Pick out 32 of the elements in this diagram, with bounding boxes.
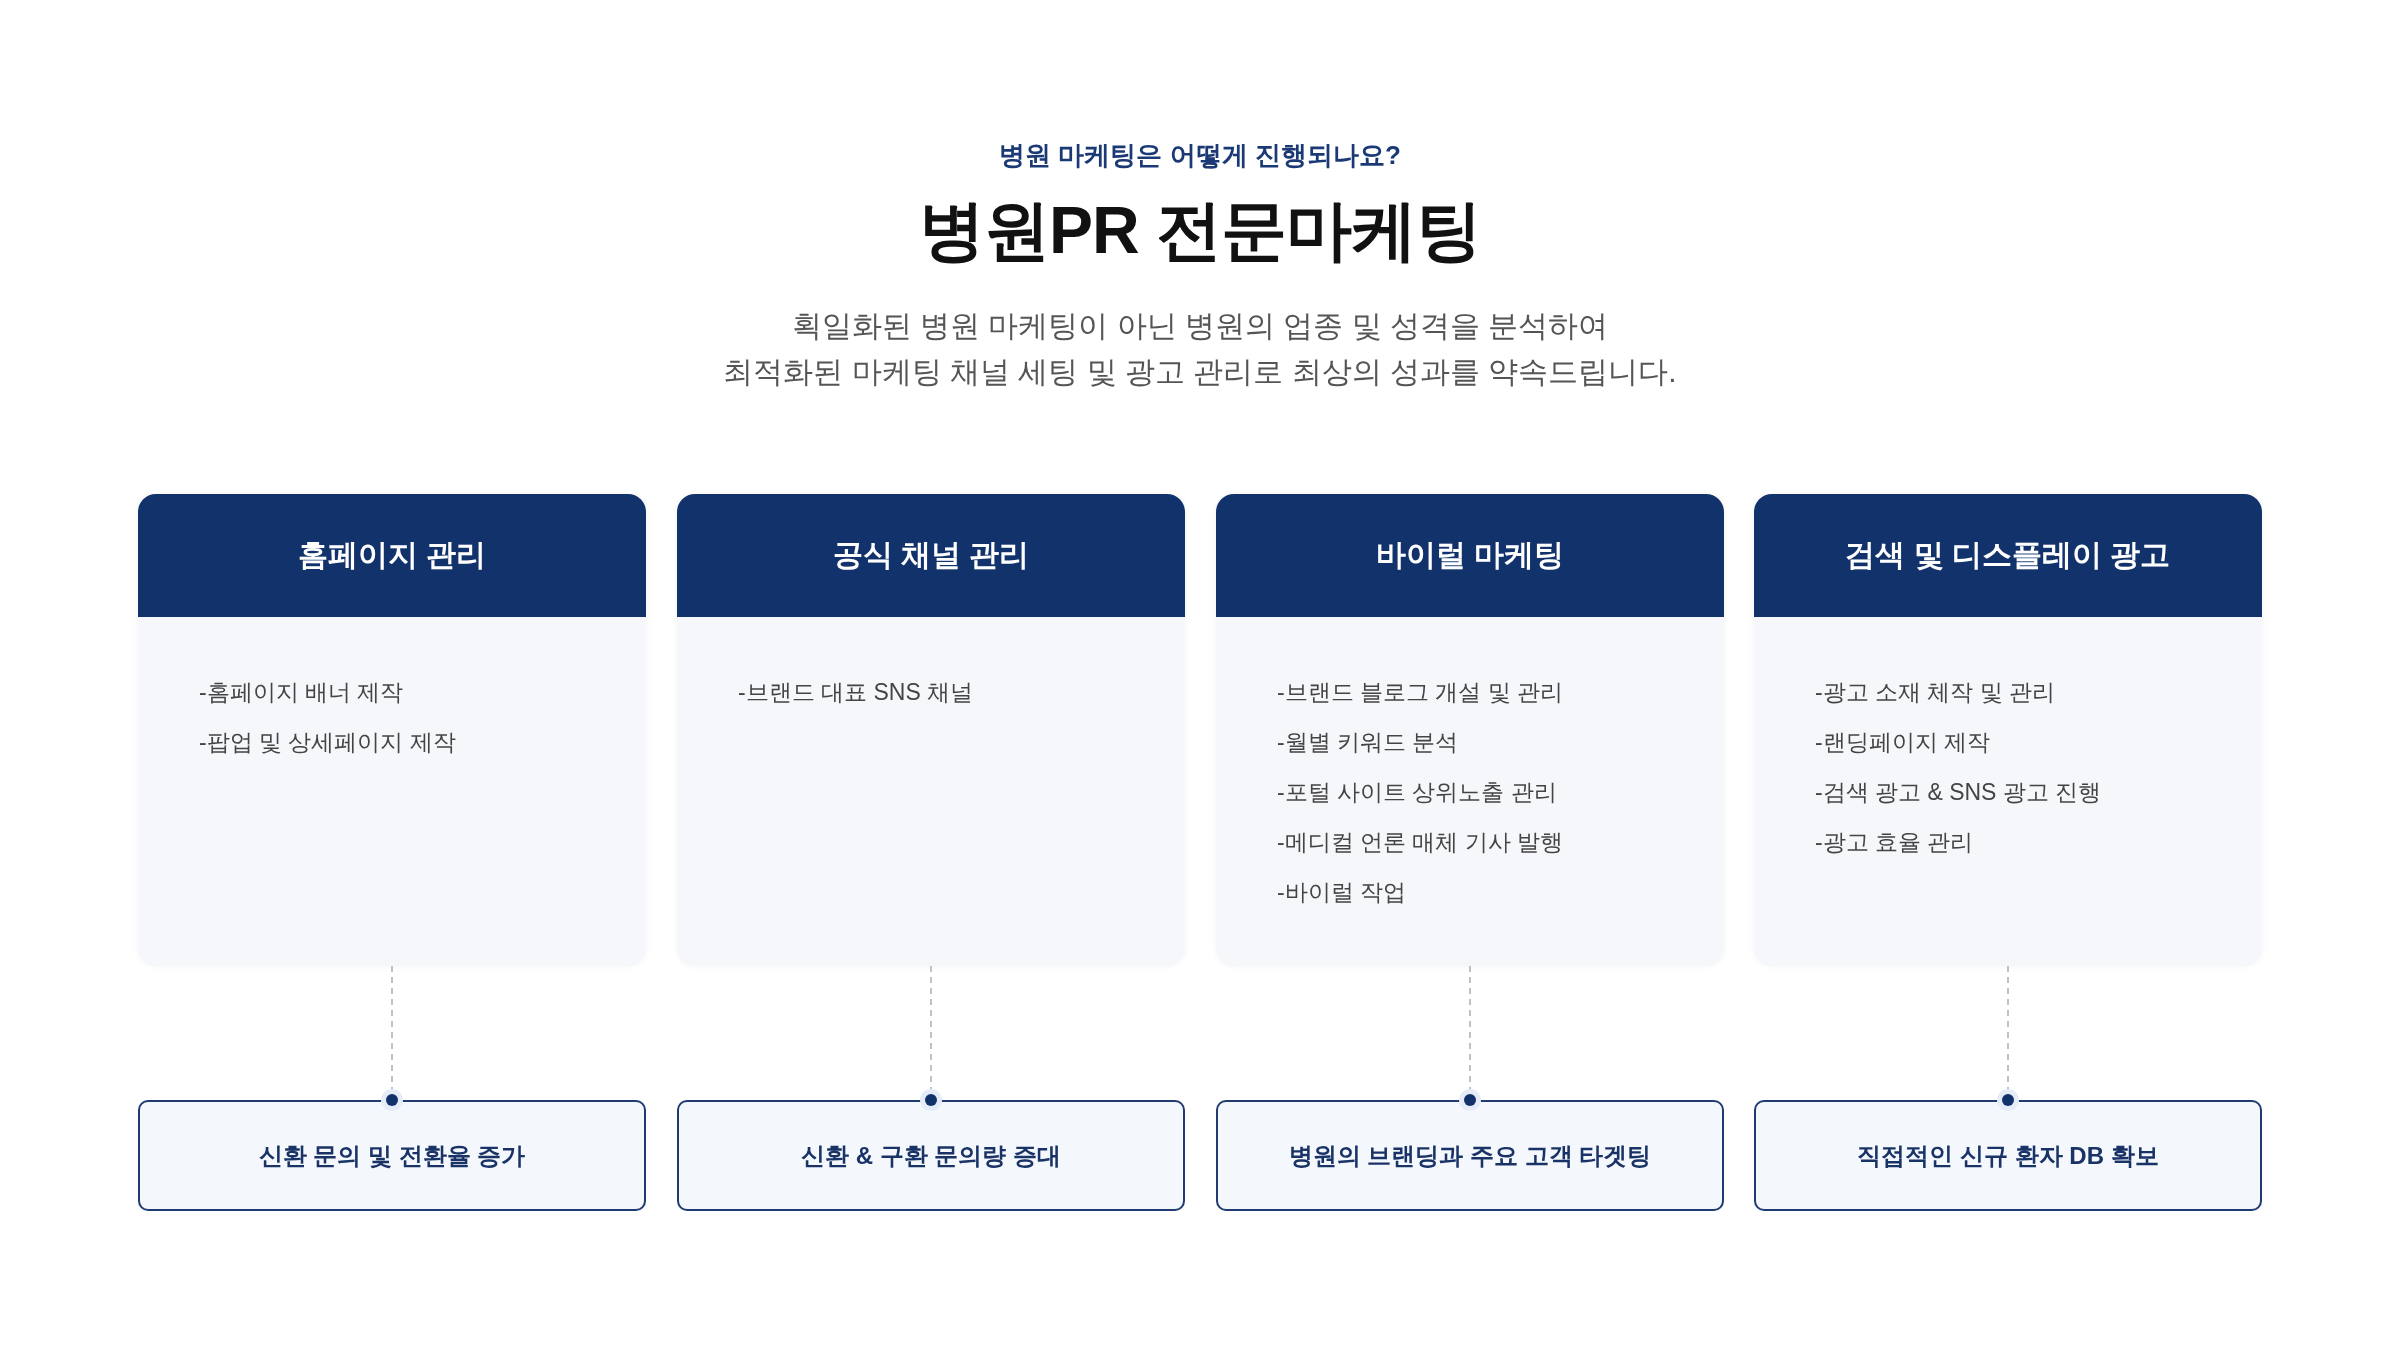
result-box: 직접적인 신규 환자 DB 확보 xyxy=(1754,1100,2262,1211)
service-card xyxy=(1216,494,1724,966)
connector-line xyxy=(920,965,942,1111)
list-item: -바이럴 작업 xyxy=(1277,878,1407,907)
list-item: -광고 효율 관리 xyxy=(1815,828,1974,857)
result-box: 신환 & 구환 문의량 증대 xyxy=(677,1100,1185,1211)
connector-line xyxy=(381,965,403,1111)
result-box: 병원의 브랜딩과 주요 고객 타겟팅 xyxy=(1216,1100,1724,1211)
list-item: -팝업 및 상세페이지 제작 xyxy=(199,728,456,757)
card-header: 바이럴 마케팅 xyxy=(1216,494,1724,617)
description-text: 최적화된 마케팅 채널 세팅 및 광고 관리로 최상의 성과를 약속드립니다. xyxy=(723,354,1677,390)
list-item: -랜딩페이지 제작 xyxy=(1815,728,1991,757)
card-header: 검색 및 디스플레이 광고 xyxy=(1754,494,2262,617)
service-card xyxy=(138,494,646,966)
list-item: -검색 광고 & SNS 광고 진행 xyxy=(1815,778,2102,807)
result-box: 신환 문의 및 전환율 증가 xyxy=(138,1100,646,1211)
title: 병원PR 전문마케팅 xyxy=(919,192,1481,269)
list-item: -월별 키워드 분석 xyxy=(1277,728,1459,757)
service-card xyxy=(1754,494,2262,966)
list-item: -메디컬 언론 매체 기사 발행 xyxy=(1277,828,1564,857)
subtitle: 병원 마케팅은 어떻게 진행되나요? xyxy=(999,139,1401,172)
card-header: 홈페이지 관리 xyxy=(138,494,646,617)
list-item: -광고 소재 체작 및 관리 xyxy=(1815,678,2056,707)
connector-line xyxy=(1997,965,2019,1111)
list-item: -브랜드 대표 SNS 채널 xyxy=(738,678,974,707)
card-header: 공식 채널 관리 xyxy=(677,494,1185,617)
service-card xyxy=(677,494,1185,966)
description-text: 획일화된 병원 마케팅이 아닌 병원의 업종 및 성격을 분석하여 xyxy=(791,308,1609,344)
connector-line xyxy=(1459,965,1481,1111)
list-item: -홈페이지 배너 제작 xyxy=(199,678,404,707)
list-item: -브랜드 블로그 개설 및 관리 xyxy=(1277,678,1564,707)
list-item: -포털 사이트 상위노출 관리 xyxy=(1277,778,1557,807)
